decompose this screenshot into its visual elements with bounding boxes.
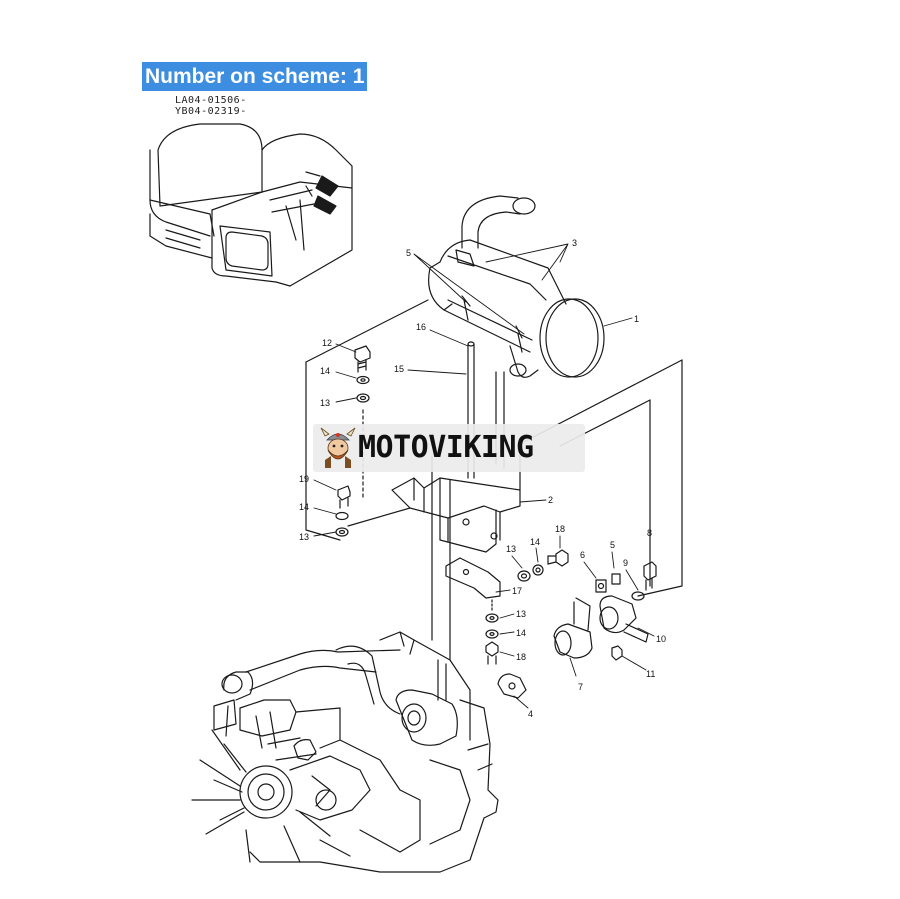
callout-2: 2: [548, 495, 553, 505]
serial-line: LA04-01506-: [175, 95, 247, 106]
engine-drawing: [191, 631, 499, 873]
callout-8: 8: [647, 528, 652, 538]
callout-14: 14: [516, 628, 526, 638]
callout-10: 10: [656, 634, 666, 644]
callout-7: 7: [578, 682, 583, 692]
callout-5: 5: [610, 540, 615, 550]
callout-14: 14: [320, 366, 330, 376]
motoviking-watermark: MOTOVIKING: [313, 424, 585, 472]
callout-13: 13: [516, 609, 526, 619]
serial-line: YB04-02319-: [175, 106, 247, 117]
callout-13: 13: [506, 544, 516, 554]
callout-13: 13: [299, 532, 309, 542]
callout-18: 18: [555, 524, 565, 534]
watermark-brand-text: MOTOVIKING: [358, 430, 534, 465]
callout-4: 4: [528, 709, 533, 719]
callout-15: 15: [394, 364, 404, 374]
machine-overview-drawing: [149, 123, 353, 287]
hardware-right-drawing: [485, 549, 657, 699]
callout-12: 12: [322, 338, 332, 348]
callout-11: 11: [646, 669, 655, 679]
callout-14: 14: [299, 502, 309, 512]
callout-9: 9: [623, 558, 628, 568]
muffler-drawing: [428, 195, 605, 378]
serial-range: LA04-01506- YB04-02319-: [175, 95, 247, 117]
callout-1: 1: [634, 314, 639, 324]
callout-labels: 3 5 1 16 12 15 14 13 19 14 13 2 18 13 14…: [299, 238, 666, 719]
bracket-drawing: [391, 477, 521, 599]
leader-lines: [313, 243, 655, 709]
callout-13: 13: [320, 398, 330, 408]
callout-5: 5: [406, 248, 411, 258]
callout-18: 18: [516, 652, 526, 662]
scheme-number-banner: Number on scheme: 1: [142, 62, 368, 91]
callout-6: 6: [580, 550, 585, 560]
viking-mascot-icon: [320, 427, 356, 468]
bolt-stack-left-drawing: [335, 345, 411, 537]
callout-16: 16: [416, 322, 426, 332]
callout-3: 3: [572, 238, 577, 248]
callout-14: 14: [530, 537, 540, 547]
callout-19: 19: [299, 474, 309, 484]
callout-17: 17: [512, 586, 522, 596]
frame-lines-drawing: [305, 299, 683, 661]
